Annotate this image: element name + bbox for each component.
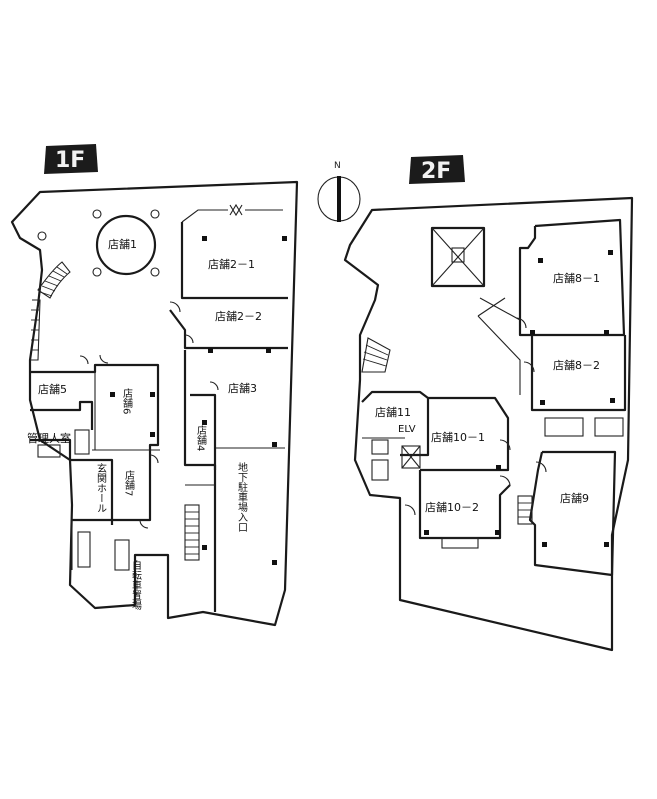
wall-shop5 [30,400,94,430]
room-label-shop7: 店舗7 [123,469,135,497]
stair-2f-left [361,337,391,373]
wall-shop2-2 [169,309,288,350]
wall-shop2 [180,222,288,300]
compass-label: N [334,161,341,171]
wall-shop8-1 [518,218,626,337]
shop1-round [92,209,160,277]
door-shop2-2 [169,301,181,313]
floor-badge-1f: 1F [44,144,98,174]
room-label-bike: 自転車置場 [130,559,142,611]
wall-shop10-2 [418,470,511,540]
spiral-stair [30,261,71,361]
room-label-shop2-2: 店舗2－2 [215,309,262,323]
wall-shop9 [528,450,617,577]
elevator-icon: ELV [398,424,421,469]
floor-badge-2f: 2F [409,155,465,184]
room-label-shop11: 店舗11 [375,405,411,419]
room-label-shop10-2: 店舗10－2 [425,500,479,514]
stair-2f-shop9 [517,495,533,525]
outline-1f [10,180,299,627]
room-label-shop8-2: 店舗8－2 [553,358,600,372]
room-label-elv: ELV [398,424,416,435]
wall-shop8-2 [530,335,627,412]
outline-2f [343,196,634,652]
room-label-shop3: 店舗3 [228,381,257,395]
room-label-shop8-1: 店舗8－1 [553,271,600,285]
floor-badge-1f-text: 1F [55,148,85,173]
room-label-kanri: 管理人室 [27,431,71,445]
stair-1f-center [184,504,200,561]
room-label-shop4: 店舗4 [195,424,207,452]
door-shop2-1 [229,203,243,217]
wall-shop6 [30,363,160,525]
floor-badge-2f-text: 2F [421,159,451,184]
north-compass-icon: N [317,161,361,222]
room-label-shop2-1: 店舗2－1 [208,257,255,271]
floor-1f: 1F [10,144,299,627]
room-label-shop9: 店舗9 [560,491,589,505]
skylight-icon [430,226,486,288]
room-label-shop6: 店舗6 [121,387,133,415]
room-label-parking: 地下駐車場入口 [236,461,248,532]
room-label-shop5: 店舗5 [38,382,67,396]
wall-shop11 [361,390,430,457]
room-label-shop10-1: 店舗10－1 [431,430,485,444]
wall-shop3 [183,350,217,612]
wall-hall [30,438,114,522]
room-label-hall: 玄関ホール [95,462,107,513]
wall-shop4 [190,393,217,470]
wall-shop10-1 [420,396,510,472]
floor-2f: 2F [343,155,634,652]
room-label-shop1: 店舗1 [108,237,137,251]
